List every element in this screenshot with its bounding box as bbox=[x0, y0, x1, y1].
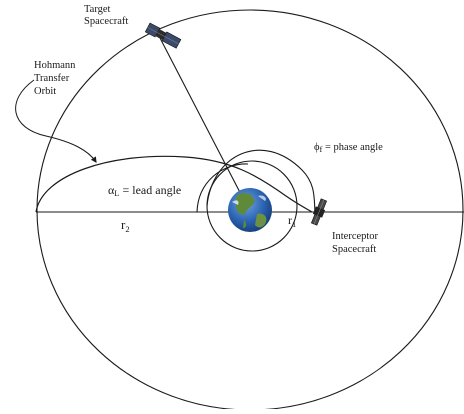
r1-label: r1 bbox=[288, 213, 296, 229]
interceptor-spacecraft-icon bbox=[310, 198, 328, 226]
interceptor-label-line1: Interceptor bbox=[332, 231, 379, 242]
r1-subscript: 1 bbox=[292, 219, 296, 229]
target-label-line2: Spacecraft bbox=[84, 16, 128, 27]
r2-main: r bbox=[121, 217, 126, 232]
phase-angle-symbol: ϕ bbox=[314, 142, 320, 153]
target-spacecraft-icon bbox=[144, 22, 182, 49]
r2-subscript: 2 bbox=[125, 224, 129, 234]
target-radius-line bbox=[159, 37, 247, 205]
hohmann-leader-arrow bbox=[15, 79, 97, 163]
hohmann-transfer-orbit bbox=[35, 155, 313, 213]
hohmann-label-line3: Orbit bbox=[34, 86, 56, 97]
phase-angle-label: ϕf = phase angle bbox=[314, 142, 383, 154]
lead-angle-text: = lead angle bbox=[120, 183, 182, 197]
r1-main: r bbox=[288, 213, 292, 227]
lead-angle-subscript: L bbox=[114, 188, 119, 198]
phase-angle-subscript: f bbox=[320, 144, 323, 154]
lead-angle-symbol: α bbox=[108, 183, 115, 197]
interceptor-label-line2: Spacecraft bbox=[332, 244, 376, 255]
hohmann-label-line2: Transfer bbox=[34, 73, 70, 84]
target-label-line1: Target bbox=[84, 4, 111, 15]
r2-label: r2 bbox=[121, 217, 130, 234]
hohmann-label-line1: Hohmann bbox=[34, 60, 76, 71]
earth-icon bbox=[228, 188, 272, 232]
lead-angle-arc bbox=[196, 163, 249, 213]
lead-angle-label: αL = lead angle bbox=[108, 183, 181, 198]
phase-angle-arc bbox=[206, 149, 316, 213]
phase-angle-text: = phase angle bbox=[322, 142, 383, 153]
